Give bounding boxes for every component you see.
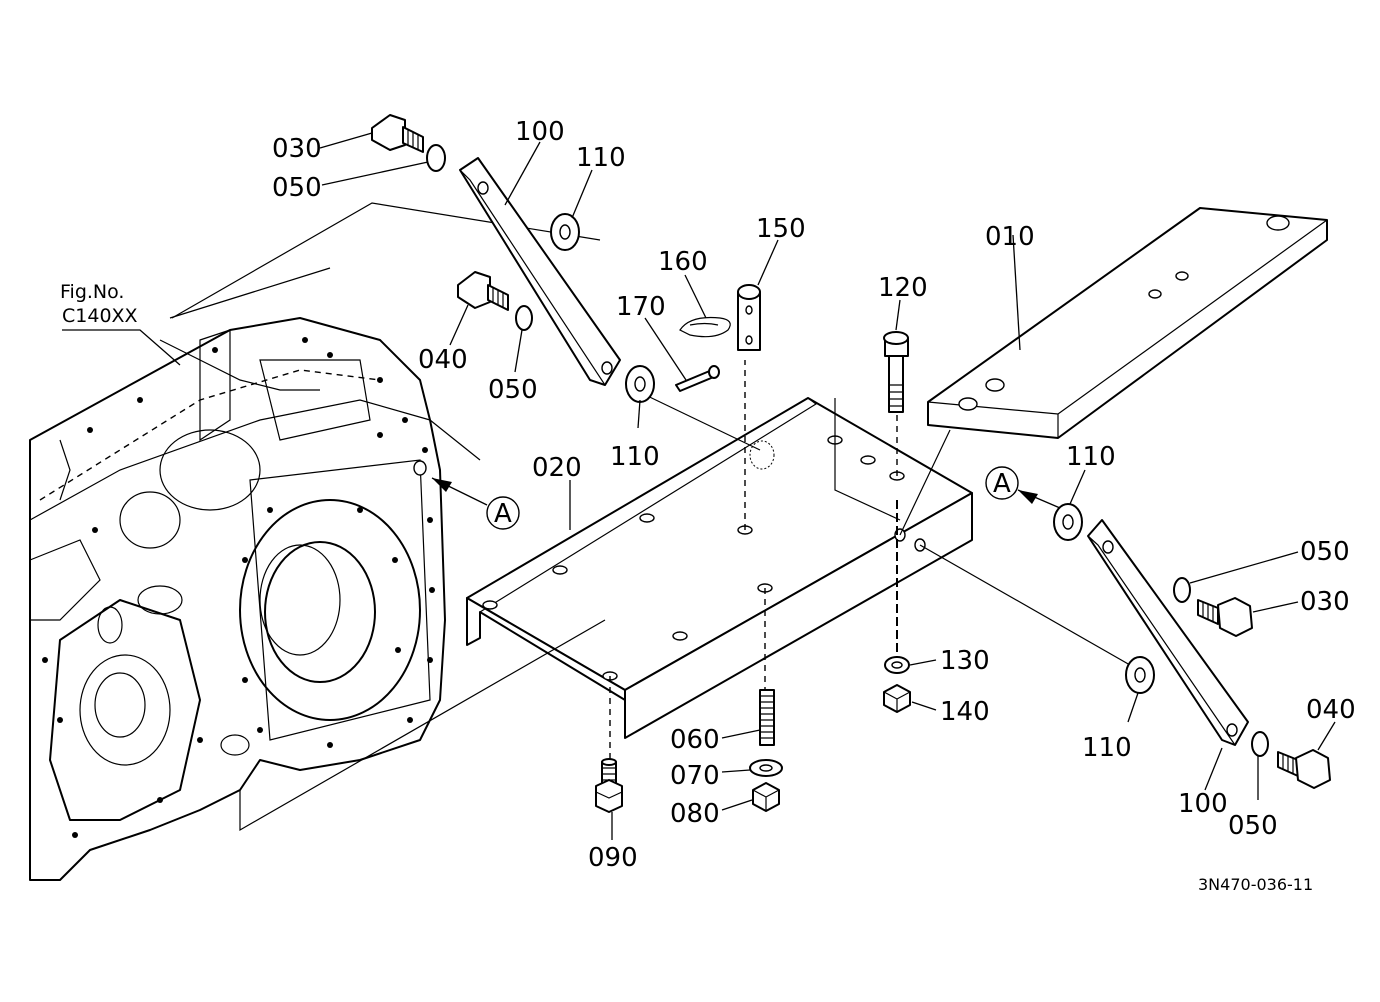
label-110-mid: 110 bbox=[610, 442, 660, 472]
callout-a-left: A bbox=[431, 477, 520, 530]
label-070: 070 bbox=[670, 761, 720, 791]
part-030-bolt-upper: 030 bbox=[272, 114, 424, 164]
part-020-plate: 020 bbox=[466, 397, 973, 739]
part-060-stud: 060 bbox=[670, 689, 775, 755]
figure-ref-line2: C140XX bbox=[62, 305, 138, 327]
label-020: 020 bbox=[532, 453, 582, 483]
housing-bolt-holes bbox=[42, 337, 435, 838]
part-100-strap-right: 100 bbox=[1087, 519, 1249, 819]
label-110-upper: 110 bbox=[576, 143, 626, 173]
part-110-washer-mid: 110 bbox=[610, 365, 660, 472]
label-050-right-lower: 050 bbox=[1228, 811, 1278, 841]
grease-point bbox=[749, 440, 775, 470]
part-120-bolt: 120 bbox=[878, 273, 928, 413]
callout-a-right: A bbox=[985, 466, 1061, 509]
part-010-bar: 010 bbox=[927, 207, 1328, 439]
figure-ref-line1: Fig.No. bbox=[60, 281, 124, 303]
part-150-pin: 150 bbox=[737, 214, 806, 351]
label-080: 080 bbox=[670, 799, 720, 829]
label-120: 120 bbox=[878, 273, 928, 303]
part-070-washer: 070 bbox=[670, 759, 783, 791]
part-050-washer-right-upper: 050 bbox=[1173, 537, 1350, 603]
label-030-upper: 030 bbox=[272, 134, 322, 164]
label-090: 090 bbox=[588, 843, 638, 873]
part-050-washer-upper: 050 bbox=[272, 144, 446, 203]
label-030-right: 030 bbox=[1300, 587, 1350, 617]
part-040-bolt-mid: 040 bbox=[418, 271, 509, 375]
label-010: 010 bbox=[985, 222, 1035, 252]
label-150: 150 bbox=[756, 214, 806, 244]
label-140: 140 bbox=[940, 697, 990, 727]
part-050-washer-right-lower: 050 bbox=[1228, 731, 1278, 841]
part-040-bolt-right: 040 bbox=[1277, 695, 1356, 789]
callout-a-right-letter: A bbox=[993, 469, 1011, 499]
part-160-clip: 160 bbox=[658, 247, 731, 338]
part-110-washer-right-lower: 110 bbox=[1082, 656, 1155, 763]
label-040: 040 bbox=[418, 345, 468, 375]
part-100-strap-upper: 100 bbox=[459, 117, 621, 386]
part-130-washer: 130 bbox=[884, 646, 990, 676]
part-140-nut: 140 bbox=[883, 684, 990, 727]
part-110-washer-right-upper: 110 bbox=[1053, 442, 1116, 541]
label-110-right-lower: 110 bbox=[1082, 733, 1132, 763]
figure-reference: Fig.No. C140XX bbox=[60, 281, 181, 366]
label-040-right: 040 bbox=[1306, 695, 1356, 725]
label-060: 060 bbox=[670, 725, 720, 755]
label-160: 160 bbox=[658, 247, 708, 277]
transmission-housing bbox=[29, 317, 446, 881]
part-030-bolt-right: 030 bbox=[1197, 587, 1350, 637]
part-080-nut: 080 bbox=[670, 782, 780, 829]
callout-a-left-letter: A bbox=[494, 499, 512, 529]
label-050-right-upper: 050 bbox=[1300, 537, 1350, 567]
drawing-number: 3N470-036-11 bbox=[1198, 875, 1313, 894]
label-110-right-upper: 110 bbox=[1066, 442, 1116, 472]
label-170: 170 bbox=[616, 292, 666, 322]
label-050-mid: 050 bbox=[488, 375, 538, 405]
label-100-right: 100 bbox=[1178, 789, 1228, 819]
part-170-cotter: 170 bbox=[616, 292, 720, 392]
part-110-washer-upper: 110 bbox=[550, 143, 626, 251]
phantom-lines bbox=[169, 202, 1131, 832]
part-090-bolt: 090 bbox=[588, 758, 638, 873]
label-050-upper: 050 bbox=[272, 173, 322, 203]
part-050-washer-mid: 050 bbox=[488, 305, 538, 405]
label-100-upper: 100 bbox=[515, 117, 565, 147]
label-130: 130 bbox=[940, 646, 990, 676]
